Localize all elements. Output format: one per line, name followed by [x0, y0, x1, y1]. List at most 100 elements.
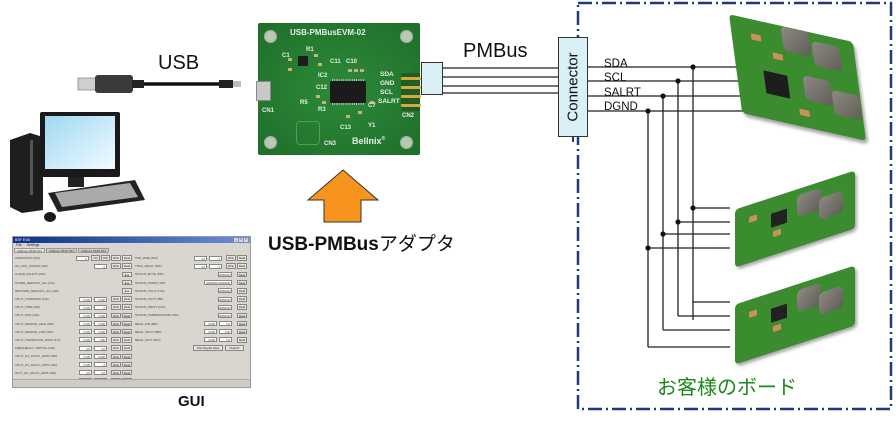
gui-value-field[interactable]: 00000000 00000000 — [204, 280, 232, 286]
command-name: READ_VIN (88h) — [135, 321, 158, 326]
gui-value-field[interactable]: 0 — [209, 263, 222, 269]
gui-value-field[interactable]: 0.000 — [204, 321, 217, 327]
gui-read-button[interactable]: Read — [122, 345, 132, 351]
gui-write-button[interactable]: Write — [111, 353, 121, 360]
gui-value-field[interactable]: 0.0 — [219, 337, 232, 343]
gui-write-button[interactable]: Write — [226, 263, 236, 269]
mount-hole — [264, 136, 277, 149]
close-icon[interactable]: × — [244, 237, 248, 242]
gui-read-button[interactable]: Read — [122, 312, 132, 319]
gui-value-field[interactable]: 00000000 — [218, 312, 232, 318]
gui-write-button[interactable]: Write — [111, 369, 121, 376]
gui-value-field[interactable]: 0 — [76, 255, 89, 261]
gui-value-field[interactable]: 0.000 — [79, 362, 92, 368]
gui-value-field[interactable]: 00000000 — [218, 271, 232, 277]
gui-value-field[interactable]: 0.0 — [79, 370, 92, 376]
gui-read-button[interactable]: Read — [237, 320, 247, 327]
tab-address-1[interactable]: Address 0X10 0X1 — [14, 248, 46, 253]
gui-write-button[interactable]: Write — [226, 255, 236, 261]
gui-value-field[interactable]: 0.000 — [79, 329, 92, 335]
gui-exe-button[interactable]: Exe — [122, 279, 132, 286]
gui-value-field[interactable]: 0.000 — [94, 296, 107, 302]
gui-write-button[interactable]: Write — [111, 337, 121, 343]
gui-read-button[interactable]: Read — [237, 328, 247, 335]
connector-block: Connector — [558, 37, 588, 137]
gui-value-field[interactable]: 0.0 — [79, 345, 92, 351]
gui-value-field[interactable]: 00000000 — [218, 304, 232, 310]
gui-read-button[interactable]: Read — [122, 320, 132, 327]
gui-read-button[interactable]: Read — [237, 296, 247, 302]
gui-value-field[interactable]: 0.0 — [94, 370, 107, 376]
gui-value-field[interactable]: 0 — [94, 362, 107, 368]
command-name: CLEAR_FAULTS (03h) — [15, 272, 46, 277]
gui-value-field[interactable]: 0.000 — [204, 337, 217, 343]
command-name: READ_IOUT (8Ch) — [135, 337, 161, 342]
gui-write-button[interactable]: Write — [111, 263, 121, 269]
maximize-icon[interactable]: □ — [239, 237, 243, 242]
gui-value-field[interactable]: 0.0 — [194, 255, 207, 261]
gui-write-button[interactable]: Write — [111, 328, 121, 335]
gui-value-field[interactable]: 0.00 — [219, 329, 232, 335]
gui-write-button[interactable]: Write — [111, 296, 121, 302]
menu-file[interactable]: File — [16, 243, 22, 247]
gui-read-button[interactable]: Read — [122, 296, 132, 302]
gui-read-button[interactable]: Read — [237, 312, 247, 319]
gui-value-field[interactable]: 0.000 — [79, 353, 92, 359]
gui-read-button[interactable]: Read — [122, 337, 132, 343]
gui-read-button[interactable]: Read — [122, 255, 132, 261]
gui-value-field[interactable]: 0 — [94, 304, 107, 310]
gui-read-button[interactable]: Read — [237, 288, 247, 294]
gui-read-button[interactable]: Read — [122, 353, 132, 360]
gui-read-button[interactable]: Read — [122, 263, 132, 269]
gui-value-field[interactable]: 0.000 — [94, 321, 107, 327]
gui-value-field[interactable]: 0.0 — [194, 263, 207, 269]
menu-settings[interactable]: Settings — [26, 243, 40, 247]
gui-read-button[interactable]: Read — [237, 271, 247, 278]
tab-address-3[interactable]: Address 0X10 0X1 — [78, 248, 110, 253]
gui-value-field[interactable]: 0.000 — [94, 329, 107, 335]
gui-write-button[interactable]: Write — [111, 345, 121, 351]
gui-read-button[interactable]: Read — [237, 255, 247, 261]
gui-read-button[interactable]: Read — [237, 279, 247, 286]
gui-value-field[interactable]: 0.000 — [204, 329, 217, 335]
gui-value-field[interactable]: 0.0 — [94, 345, 107, 351]
gui-exe-button[interactable]: Exe — [122, 288, 132, 294]
gui-value-field[interactable]: 0.00 — [94, 337, 107, 343]
gui-read-button[interactable]: Read — [237, 304, 247, 310]
gui-read-button[interactable]: Read — [237, 337, 247, 343]
gui-exe-button[interactable]: Exe — [122, 271, 132, 278]
minimize-icon[interactable]: _ — [234, 237, 238, 242]
gui-value-field[interactable]: 00000000 — [218, 288, 232, 294]
gui-write-button[interactable]: Write — [111, 304, 121, 310]
gui-read-button[interactable]: Read — [122, 361, 132, 368]
gui-write-button[interactable]: Write — [111, 320, 121, 327]
gui-value-field[interactable]: 0.000 — [79, 337, 92, 343]
gui-off-button[interactable]: OFF — [101, 255, 110, 261]
gui-value-field[interactable]: 0.000 — [94, 353, 107, 359]
bus-salrt — [588, 95, 740, 331]
gui-read-button[interactable]: Read — [122, 369, 132, 376]
gui-value-field[interactable]: 0.0 — [219, 321, 232, 327]
gui-write-button[interactable]: Write — [111, 255, 121, 261]
gui-read-button[interactable]: Read — [122, 328, 132, 335]
gui-value-field[interactable]: 0.000 — [79, 312, 92, 318]
gui-value-field[interactable]: 0.000 — [79, 321, 92, 327]
gui-read-button[interactable]: Read — [237, 263, 247, 269]
start-regular-read-button[interactable]: Start Regular Read — [193, 345, 223, 351]
gui-value-field[interactable]: 0.000 — [94, 312, 107, 318]
gui-write-button[interactable]: Write — [111, 361, 121, 368]
read-all-button[interactable]: Read All — [225, 345, 244, 351]
gui-value-field[interactable]: 00000000 — [218, 296, 232, 302]
gui-value-field[interactable]: 0.000 — [79, 296, 92, 302]
gui-value-field[interactable]: 0 — [94, 263, 107, 269]
command-name: TON_RISE (61h) — [135, 256, 158, 261]
tab-address-2[interactable]: Address 0X10 0X1 — [46, 248, 78, 253]
gui-value-field[interactable]: 0 — [209, 255, 222, 261]
gui-read-button[interactable]: Read — [122, 304, 132, 310]
gui-value-field[interactable]: 0.000 — [79, 304, 92, 310]
gui-on-button[interactable]: ON — [91, 255, 100, 261]
customer-board-boundary — [576, 1, 893, 411]
gui-write-button[interactable]: Write — [111, 312, 121, 319]
